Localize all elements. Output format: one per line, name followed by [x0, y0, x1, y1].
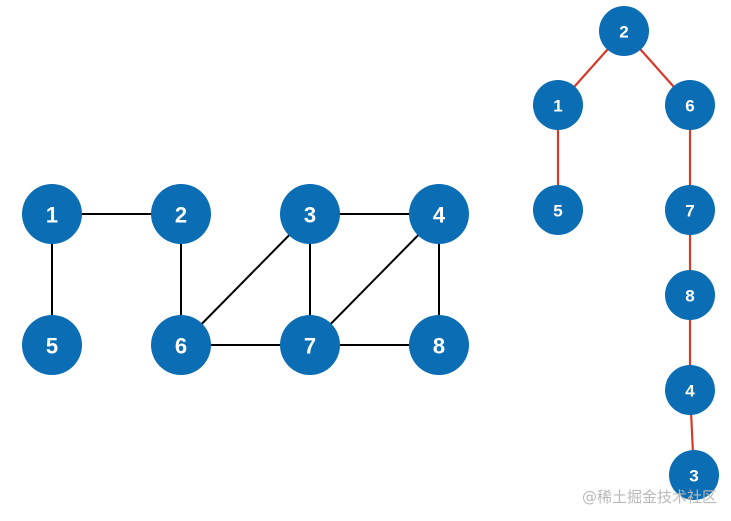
tree-node-7: 7 — [665, 185, 715, 235]
graph-edges — [51, 213, 440, 346]
tree-node-circle — [665, 365, 715, 415]
graph-node-label: 7 — [304, 334, 316, 359]
graph-node-1: 1 — [22, 184, 82, 244]
graph-node-circle — [22, 315, 82, 375]
graph-node-circle — [22, 184, 82, 244]
graph-node-circle — [151, 315, 211, 375]
graph-node-label: 2 — [175, 203, 187, 228]
tree-node-circle — [665, 185, 715, 235]
graph-node-label: 3 — [304, 203, 316, 228]
graph-node-circle — [409, 315, 469, 375]
tree-node-1: 1 — [533, 80, 583, 130]
graph-node-8: 8 — [409, 315, 469, 375]
graph-node-label: 5 — [46, 334, 58, 359]
graph-node-circle — [280, 315, 340, 375]
tree-node-4: 4 — [665, 365, 715, 415]
tree-node-6: 6 — [665, 80, 715, 130]
tree-node-label: 5 — [553, 202, 562, 221]
graph-node-label: 6 — [175, 334, 187, 359]
tree-node-2: 2 — [599, 6, 649, 56]
tree-node-3: 3 — [669, 450, 719, 500]
graph-node-label: 4 — [433, 203, 446, 228]
graph-node-7: 7 — [280, 315, 340, 375]
tree-node-label: 8 — [685, 287, 694, 306]
graph-nodes: 1 2 3 4 5 6 7 8 — [22, 184, 469, 375]
tree-node-circle — [669, 450, 719, 500]
graph-node-5: 5 — [22, 315, 82, 375]
graph-node-circle — [151, 184, 211, 244]
tree-node-circle — [533, 185, 583, 235]
graph-node-label: 1 — [46, 203, 58, 228]
graph-edge-g4-g7 — [309, 213, 440, 346]
tree-node-5: 5 — [533, 185, 583, 235]
graph-node-3: 3 — [280, 184, 340, 244]
tree-node-label: 6 — [685, 97, 694, 116]
tree-node-circle — [665, 80, 715, 130]
tree-node-label: 4 — [685, 382, 695, 401]
graph-node-6: 6 — [151, 315, 211, 375]
graph-node-label: 8 — [433, 334, 445, 359]
graph-node-4: 4 — [409, 184, 469, 244]
graph-node-circle — [409, 184, 469, 244]
tree-node-label: 2 — [619, 23, 628, 42]
tree-node-label: 3 — [689, 467, 698, 486]
tree-node-label: 7 — [685, 202, 694, 221]
spanning-tree-nodes: 2 1 6 5 7 8 4 3 — [533, 6, 719, 500]
tree-node-circle — [599, 6, 649, 56]
tree-node-label: 1 — [553, 97, 562, 116]
watermark-text: @稀土掘金技术社区 — [581, 488, 717, 506]
tree-node-circle — [533, 80, 583, 130]
graph-node-2: 2 — [151, 184, 211, 244]
graph-node-circle — [280, 184, 340, 244]
tree-node-circle — [665, 270, 715, 320]
graph-edge-g3-g6 — [180, 213, 311, 346]
tree-node-8: 8 — [665, 270, 715, 320]
